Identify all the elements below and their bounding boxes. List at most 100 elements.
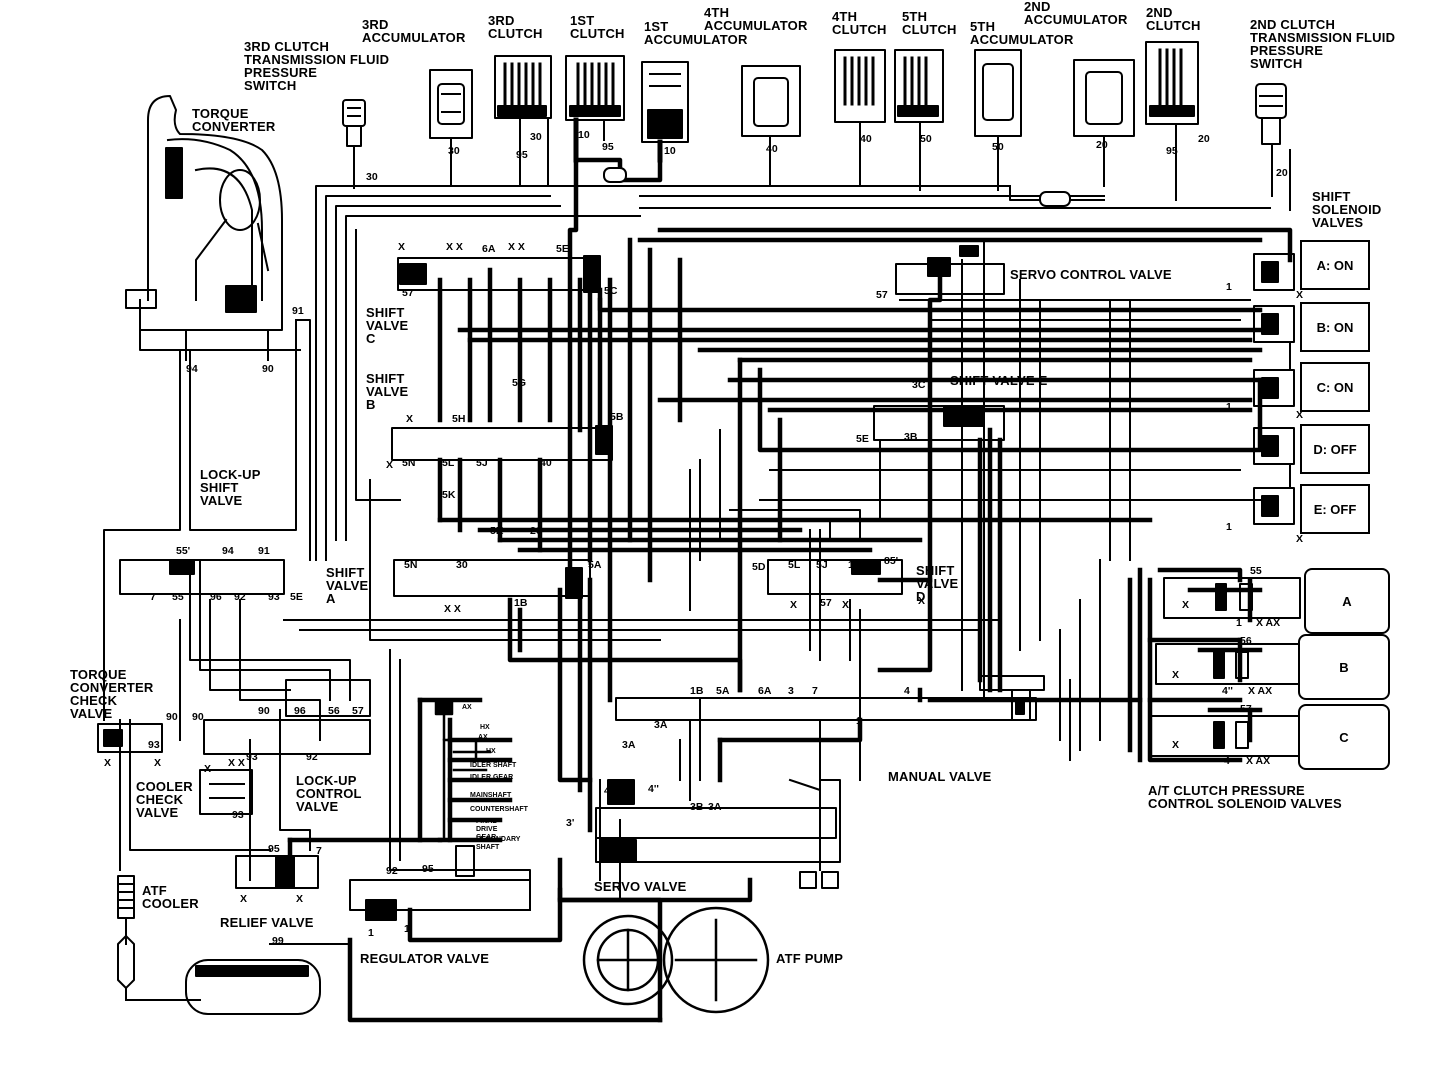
clutch1-body: [565, 55, 625, 163]
accumulator4-body: [741, 65, 801, 187]
line-num: X: [1172, 669, 1180, 681]
accumulator3-body: [429, 69, 473, 187]
line-num: X AX: [1256, 617, 1281, 629]
line-num: X AX: [1246, 755, 1271, 767]
label-atf-pump: ATF PUMP: [776, 951, 844, 966]
line-num: 5B: [610, 411, 624, 423]
servo-control-valve-body: [895, 245, 1005, 295]
label-torque-converter: TORQUE CONVERTER: [192, 106, 276, 134]
label-shift-valve-e: SHIFT VALVE E: [950, 373, 1048, 388]
line-num: 3B: [690, 801, 704, 813]
line-num: 20: [530, 525, 542, 537]
line-num: 1: [1226, 281, 1232, 293]
lockup-shift-valve-body: [119, 559, 285, 595]
label-clutch3-switch: 3RD CLUTCH TRANSMISSION FLUID PRESSURE S…: [244, 39, 390, 93]
label-lockup-shift-valve: LOCK-UP SHIFT VALVE: [200, 467, 261, 508]
label-shift-solenoid-valves: SHIFT SOLENOID VALVES: [1312, 189, 1382, 230]
line-num: X: [1182, 599, 1190, 611]
line-num: 1A: [848, 559, 862, 571]
pressure-solenoid-a: A: [1304, 568, 1390, 634]
line-num: X X: [228, 757, 245, 769]
line-num: 6A: [482, 243, 496, 255]
line-num: 40: [766, 143, 778, 155]
line-num: 1: [404, 923, 410, 935]
line-num: 57: [820, 597, 832, 609]
line-num: 6A: [758, 685, 772, 697]
line-num: X: [790, 599, 798, 611]
line-num: 90: [166, 711, 178, 723]
label-shift-valve-b: SHIFT VALVE B: [366, 371, 409, 412]
pressure-solenoid-bodies: [1149, 577, 1301, 757]
line-num: 30: [530, 131, 542, 143]
label-relief-valve: RELIEF VALVE: [220, 915, 314, 930]
line-num: 50: [920, 133, 932, 145]
line-num: 3A: [708, 801, 722, 813]
line-num: 91: [292, 305, 304, 317]
line-num: 57: [352, 705, 364, 717]
label-shift-valve-d: SHIFT VALVE D: [916, 563, 959, 604]
lube-idler-shaft: IDLER SHAFT: [470, 762, 517, 769]
label-atf-cooler: ATF COOLER: [142, 883, 199, 911]
line-num: 1: [1236, 617, 1242, 629]
line-num: X: [918, 595, 926, 607]
label-regulator-valve: REGULATOR VALVE: [360, 951, 490, 966]
line-num: 90: [262, 363, 274, 375]
line-num: 30: [448, 145, 460, 157]
lube-ax-1: AX: [462, 704, 472, 711]
line-num: 92: [306, 751, 318, 763]
line-num: 55: [1250, 565, 1262, 577]
line-num: X: [1296, 409, 1304, 421]
label-clutch3: 3RD CLUTCH: [488, 13, 543, 41]
line-num: 10: [578, 129, 590, 141]
line-num: 4: [904, 685, 910, 697]
label-lockup-control-valve: LOCK-UP CONTROL VALVE: [296, 773, 362, 814]
line-num: 57: [876, 289, 888, 301]
circuit-thin-lines: [103, 149, 1291, 901]
line-num: 1: [856, 715, 862, 727]
line-num: 5D: [752, 561, 766, 573]
line-num: 5C: [604, 285, 618, 297]
label-servo-valve: SERVO VALVE: [594, 879, 687, 894]
line-num: 40: [540, 457, 552, 469]
clutch4-body: [834, 49, 886, 187]
line-num: 5L: [442, 457, 455, 469]
line-num: 92: [386, 865, 398, 877]
label-accumulator3: 3RD ACCUMULATOR: [362, 17, 466, 45]
solenoid-a-state: A: ON: [1300, 240, 1370, 290]
line-num: 1: [1226, 401, 1232, 413]
oil-pan-strainer: [185, 943, 351, 1015]
lube-idler-gear: IDLER GEAR: [470, 774, 514, 781]
check-balls: [603, 167, 1071, 207]
line-num: X: [842, 599, 850, 611]
solenoid-c-state: C: ON: [1300, 362, 1370, 412]
line-num: X: [240, 893, 248, 905]
line-num: 7: [150, 591, 156, 603]
label-shift-valve-a: SHIFT VALVE A: [326, 565, 369, 606]
line-num: 4': [604, 785, 613, 797]
servo-valve-body: [595, 778, 841, 889]
pressure-solenoid-c: C: [1298, 704, 1390, 770]
clutch2-pressure-switch: [1255, 83, 1287, 197]
shift-valve-a-body: [393, 559, 591, 599]
line-num: 5N: [404, 559, 418, 571]
accumulator1-body: [641, 61, 689, 163]
line-num: 94: [186, 363, 198, 375]
line-num: 95: [422, 863, 434, 875]
line-num: 4'': [648, 783, 659, 795]
line-num: 5K: [442, 489, 456, 501]
line-num: X X: [444, 603, 461, 615]
lubrication-manifold: [434, 700, 492, 842]
line-num: 5N: [402, 457, 416, 469]
shift-solenoid-bodies: [1253, 237, 1295, 525]
label-shift-valve-c: SHIFT VALVE C: [366, 305, 409, 346]
label-clutch2: 2ND CLUTCH: [1146, 5, 1201, 33]
line-num: 7: [316, 845, 322, 857]
accumulator5-body: [974, 49, 1022, 191]
line-num: 55': [176, 545, 191, 557]
line-num: 20: [1096, 139, 1108, 151]
line-num: 5E: [556, 243, 569, 255]
line-num: 85': [884, 555, 899, 567]
regulator-valve-body: [349, 845, 531, 921]
line-num: X: [1296, 533, 1304, 545]
